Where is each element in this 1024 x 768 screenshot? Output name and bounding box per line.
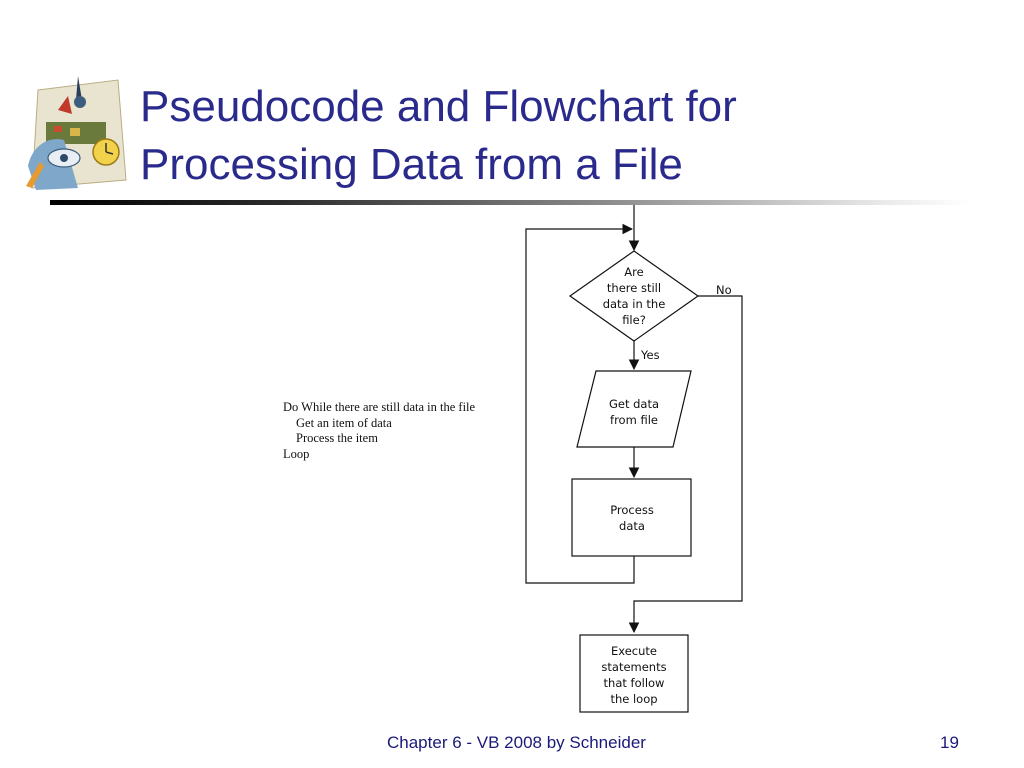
decision-text-line: there still xyxy=(607,281,661,295)
footer-page-number: 19 xyxy=(940,733,959,752)
decision-text-line: Are xyxy=(624,265,643,279)
pseudocode-line: Do While there are still data in the fil… xyxy=(283,400,476,414)
process-step-text-line: Process xyxy=(610,503,654,517)
slide-title-line-2: Processing Data from a File xyxy=(140,140,683,189)
exit-step-text-line: that follow xyxy=(604,676,665,690)
process-box xyxy=(571,478,692,557)
exit-step-text-line: Execute xyxy=(611,644,657,658)
input-step-text-line: Get data xyxy=(609,397,659,411)
exit-step-text-line: the loop xyxy=(610,692,657,706)
input-parallelogram xyxy=(576,370,692,448)
decision-text-line: file? xyxy=(622,313,646,327)
no-label: No xyxy=(716,283,732,297)
flow-no-branch-arrow xyxy=(628,295,743,634)
exit-step-text-line: statements xyxy=(601,660,666,674)
pseudocode-line: Process the item xyxy=(296,431,378,445)
pseudocode-block: Do While there are still data in the fil… xyxy=(283,400,475,462)
decision-text-line: data in the xyxy=(603,297,666,311)
flow-loop-back-arrow xyxy=(525,223,635,584)
pseudocode-line: Loop xyxy=(283,446,310,461)
footer-chapter-label: Chapter 6 - VB 2008 by Schneider xyxy=(387,733,646,752)
slide-title-line-1: Pseudocode and Flowchart for xyxy=(140,82,737,131)
title-divider xyxy=(50,200,970,205)
slide-title: Pseudocode and Flowchart for Processing … xyxy=(140,78,737,194)
process-step-text-line: data xyxy=(619,519,645,533)
pseudocode-line: Get an item of data xyxy=(296,415,392,430)
input-step-text-line: from file xyxy=(610,413,658,427)
exit-box xyxy=(579,634,689,713)
logo-collage-image xyxy=(26,76,127,190)
yes-label: Yes xyxy=(640,348,660,362)
